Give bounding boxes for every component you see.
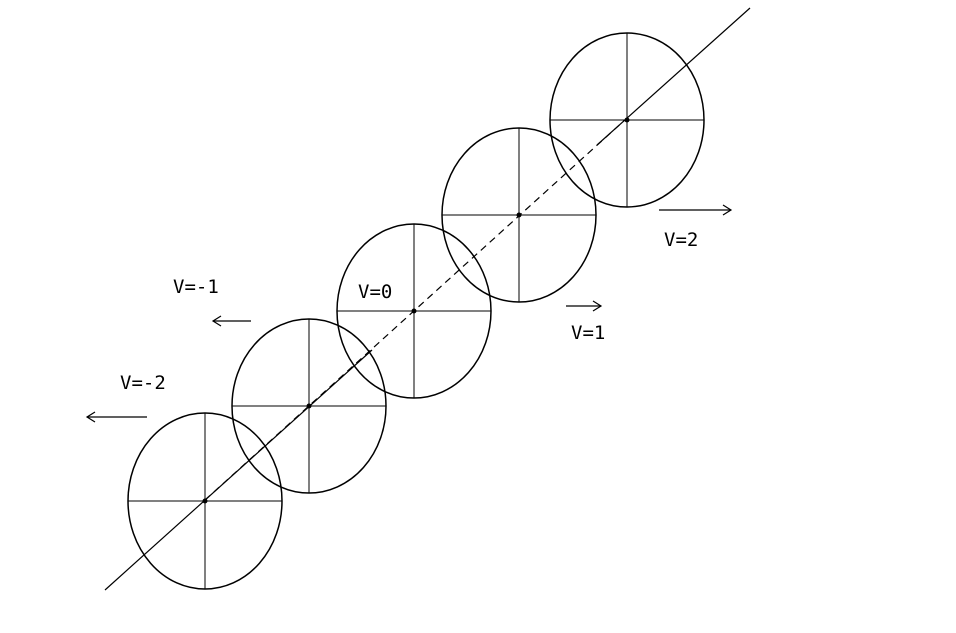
disk-v-2 (549, 32, 705, 208)
velocity-label-v-2: V=2 (664, 229, 699, 251)
axis-line-lower (104, 349, 373, 591)
disk-center-dot (411, 308, 417, 314)
disk-v-minus-2 (127, 412, 283, 590)
axis-line-upper (596, 7, 751, 146)
velocity-label-v-1: V=1 (571, 322, 606, 344)
axis-line-dashed (204, 118, 627, 501)
disk-v-1 (441, 127, 597, 303)
disk-center-dot (516, 212, 522, 218)
disk-center-dot (202, 498, 208, 504)
disk-center-dot (624, 117, 630, 123)
velocity-label-v-minus-2: V=-2 (120, 372, 166, 394)
disk-v-minus-1 (231, 318, 387, 494)
disk-center-dot (306, 403, 312, 409)
arrow-right-v-1 (566, 300, 603, 312)
disk-v-0 (336, 223, 492, 399)
velocity-label-v-minus-1: V=-1 (173, 276, 219, 298)
arrow-right-v-2 (659, 204, 733, 216)
velocity-label-v-0: V=0 (358, 281, 393, 303)
arrow-left-v-minus-1 (211, 315, 251, 327)
arrow-left-v-minus-2 (85, 411, 147, 423)
